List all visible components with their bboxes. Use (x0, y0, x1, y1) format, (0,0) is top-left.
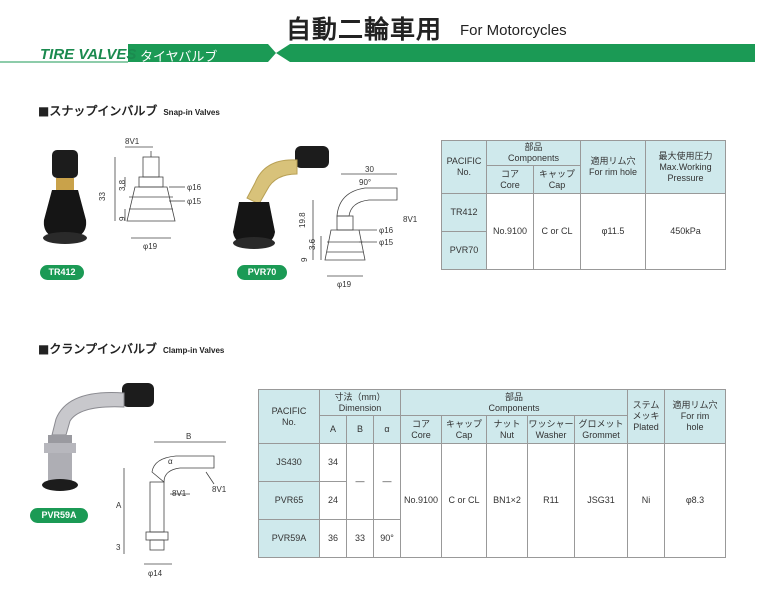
col-dimension: 寸法（mm）Dimension (319, 389, 401, 416)
pvr59a-dimension-drawing: B α 8V1 8V1 A 3 φ14 (116, 432, 227, 578)
dim-phi15b: φ15 (379, 238, 394, 247)
cell-core: No.9100 (486, 193, 534, 270)
dim-3-8: 3.8 (118, 179, 127, 191)
table-row-label: JS430 (258, 443, 320, 482)
pvr59a-valve-image (42, 383, 154, 491)
col-a: A (319, 415, 347, 444)
table-row-label: TR412 (441, 193, 487, 232)
table-row-label: PVR65 (258, 481, 320, 520)
cell-b: 33 (346, 519, 374, 558)
dim-9: 9 (118, 216, 127, 221)
page-title: 自動二輪車用 (286, 15, 443, 44)
cell-pressure: 450kPa (645, 193, 726, 270)
cell-b-dash: — (346, 443, 374, 520)
col-b: B (346, 415, 374, 444)
product-label-pvr59a: PVR59A (30, 508, 88, 523)
product-label-tr412: TR412 (40, 265, 84, 280)
cell-stem: Ni (627, 443, 665, 558)
dim-8v1-right: 8V1 (212, 485, 227, 494)
table-row-label: PVR70 (441, 231, 487, 270)
dim-b: B (186, 432, 191, 441)
table-row-label: PVR59A (258, 519, 320, 558)
dim-a: A (116, 501, 122, 510)
tr412-dimension-drawing: 8V1 33 3.8 9 φ16 φ15 φ19 (98, 137, 202, 251)
dim-19-8: 19.8 (298, 212, 307, 228)
cell-rim: φ11.5 (580, 193, 646, 270)
cell-grommet: JSG31 (574, 443, 628, 558)
cell-nut: BN1×2 (486, 443, 528, 558)
dim-8v1: 8V1 (403, 215, 418, 224)
cell-alpha-dash: — (373, 443, 401, 520)
cell-cap: C or CL (533, 193, 581, 270)
dim-30: 30 (365, 165, 374, 174)
dim-90deg: 90° (359, 178, 371, 187)
dim-phi16b: φ16 (379, 226, 394, 235)
banner-title: TIRE VALVES (40, 46, 137, 63)
banner-bar (0, 44, 768, 63)
dim-3-6: 3.6 (308, 238, 317, 250)
cell-cap: C or CL (441, 443, 487, 558)
dim-phi16: φ16 (187, 183, 202, 192)
dim-thread: 8V1 (125, 137, 140, 146)
tr412-valve-image (43, 150, 87, 244)
cell-core: No.9100 (400, 443, 442, 558)
cell-rim: φ8.3 (664, 443, 726, 558)
pvr70-dimension-drawing: 30 90° 8V1 19.8 9 3.6 φ16 φ15 φ19 (298, 165, 418, 289)
cell-a: 34 (319, 443, 347, 482)
dim-phi14: φ14 (148, 569, 163, 578)
dim-8v1-left: 8V1 (172, 489, 187, 498)
pvr70-valve-image (233, 146, 329, 249)
cell-alpha: 90° (373, 519, 401, 558)
product-label-pvr70: PVR70 (237, 265, 287, 280)
dim-3: 3 (116, 543, 121, 552)
dim-alpha: α (168, 457, 173, 466)
banner-title-jp: タイヤバルブ (140, 50, 218, 65)
cell-a: 24 (319, 481, 347, 520)
cell-washer: R11 (527, 443, 575, 558)
col-alpha: α (373, 415, 401, 444)
dim-phi19b: φ19 (337, 280, 352, 289)
cell-a: 36 (319, 519, 347, 558)
page-title-en: For Motorcycles (460, 22, 567, 39)
dim-phi15: φ15 (187, 197, 202, 206)
dim-phi19: φ19 (143, 242, 158, 251)
dim-9b: 9 (300, 257, 309, 262)
dim-height: 33 (98, 192, 107, 201)
